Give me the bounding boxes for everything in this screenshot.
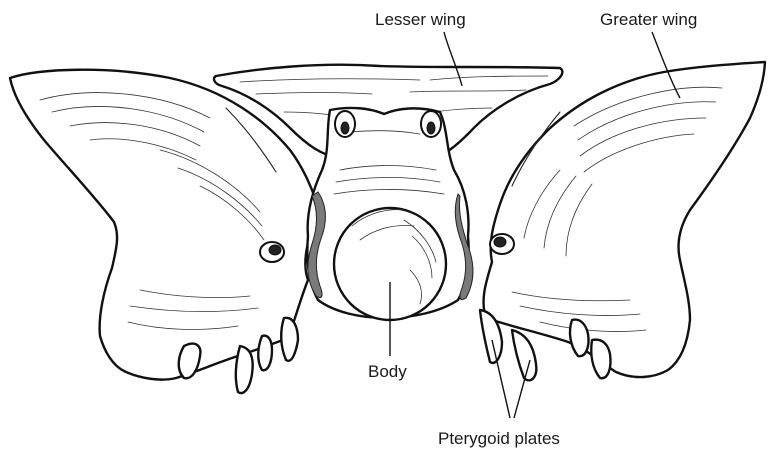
lesser-wing-label: Lesser wing (375, 10, 466, 29)
right-optic-foramen (421, 111, 441, 137)
left-optic-foramen (335, 111, 355, 137)
pterygoid-plates-label: Pterygoid plates (438, 429, 560, 448)
left-greater-wing (10, 70, 318, 380)
right-greater-wing (484, 62, 765, 377)
body-label: Body (368, 362, 407, 381)
greater-wing-label: Greater wing (600, 10, 697, 29)
right-foramen-rotundum (490, 234, 514, 254)
left-foramen-rotundum (260, 242, 284, 262)
